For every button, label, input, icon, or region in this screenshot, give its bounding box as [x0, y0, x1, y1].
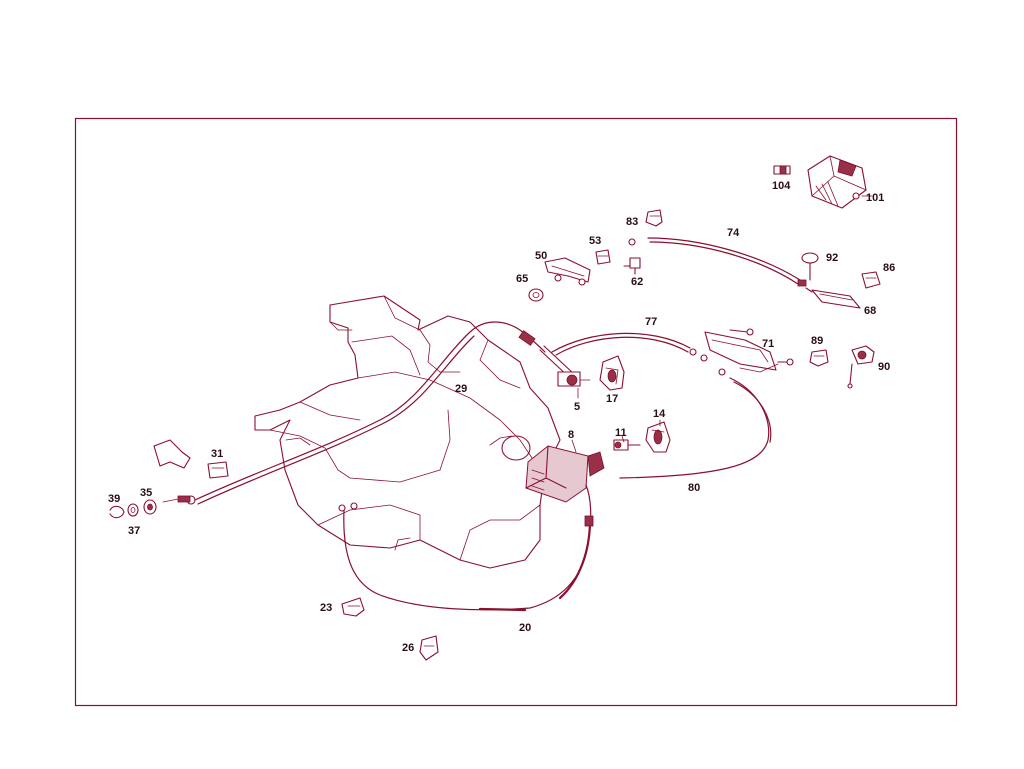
nut-65 — [528, 288, 544, 302]
label-104: 104 — [772, 180, 791, 192]
knob-92 — [801, 252, 819, 281]
label-92: 92 — [826, 252, 838, 264]
label-71: 71 — [762, 338, 774, 350]
label-11: 11 — [615, 427, 627, 439]
switch-90 — [847, 345, 875, 389]
cable-77-80 — [551, 332, 772, 479]
label-5: 5 — [574, 401, 580, 413]
label-68: 68 — [864, 305, 876, 317]
bolt-11 — [613, 439, 641, 451]
label-35: 35 — [140, 487, 152, 499]
label-23: 23 — [320, 602, 332, 614]
label-20: 20 — [519, 622, 531, 634]
clip-53 — [595, 249, 611, 265]
label-83: 83 — [626, 216, 638, 228]
lever-assembly-71 — [704, 328, 794, 373]
label-74: 74 — [727, 227, 740, 239]
bolt-62 — [623, 257, 641, 275]
part-number-labels: 104 101 83 74 53 50 65 62 92 86 68 77 71… — [108, 180, 895, 654]
clip-26 — [419, 635, 439, 661]
bracket-68 — [805, 287, 861, 309]
clip-83 — [645, 209, 663, 227]
linkage-rod-5 — [539, 345, 591, 387]
label-31: 31 — [211, 448, 223, 460]
bracket-17 — [599, 355, 625, 391]
label-37: 37 — [128, 525, 140, 537]
label-17: 17 — [606, 393, 618, 405]
clip-86 — [861, 271, 881, 289]
cable-74 — [628, 237, 807, 287]
washers-35-37-39 — [109, 499, 157, 519]
diagram-frame — [74, 117, 958, 707]
label-90: 90 — [878, 361, 890, 373]
label-14: 14 — [653, 408, 666, 420]
clamp-31 — [153, 439, 229, 479]
label-39: 39 — [108, 493, 120, 505]
label-29: 29 — [455, 383, 467, 395]
lever-50 — [544, 257, 591, 286]
clip-89 — [809, 349, 829, 367]
bracket-23 — [341, 597, 365, 617]
label-62: 62 — [631, 276, 643, 288]
label-8: 8 — [568, 429, 574, 441]
label-89: 89 — [811, 335, 823, 347]
label-50: 50 — [535, 250, 547, 262]
label-77: 77 — [645, 316, 657, 328]
label-53: 53 — [589, 235, 601, 247]
control-module-101 — [807, 155, 867, 209]
label-101: 101 — [866, 192, 884, 204]
transmission-housing — [254, 295, 561, 569]
bulb-104 — [773, 165, 791, 175]
bracket-14 — [645, 421, 671, 453]
label-26: 26 — [402, 642, 414, 654]
label-80: 80 — [688, 482, 700, 494]
shift-actuator-8 — [525, 445, 605, 503]
label-65: 65 — [516, 273, 528, 285]
shift-cable-29 — [162, 321, 546, 505]
cable-20 — [338, 484, 594, 612]
leader-lines — [571, 195, 873, 453]
label-86: 86 — [883, 262, 895, 274]
